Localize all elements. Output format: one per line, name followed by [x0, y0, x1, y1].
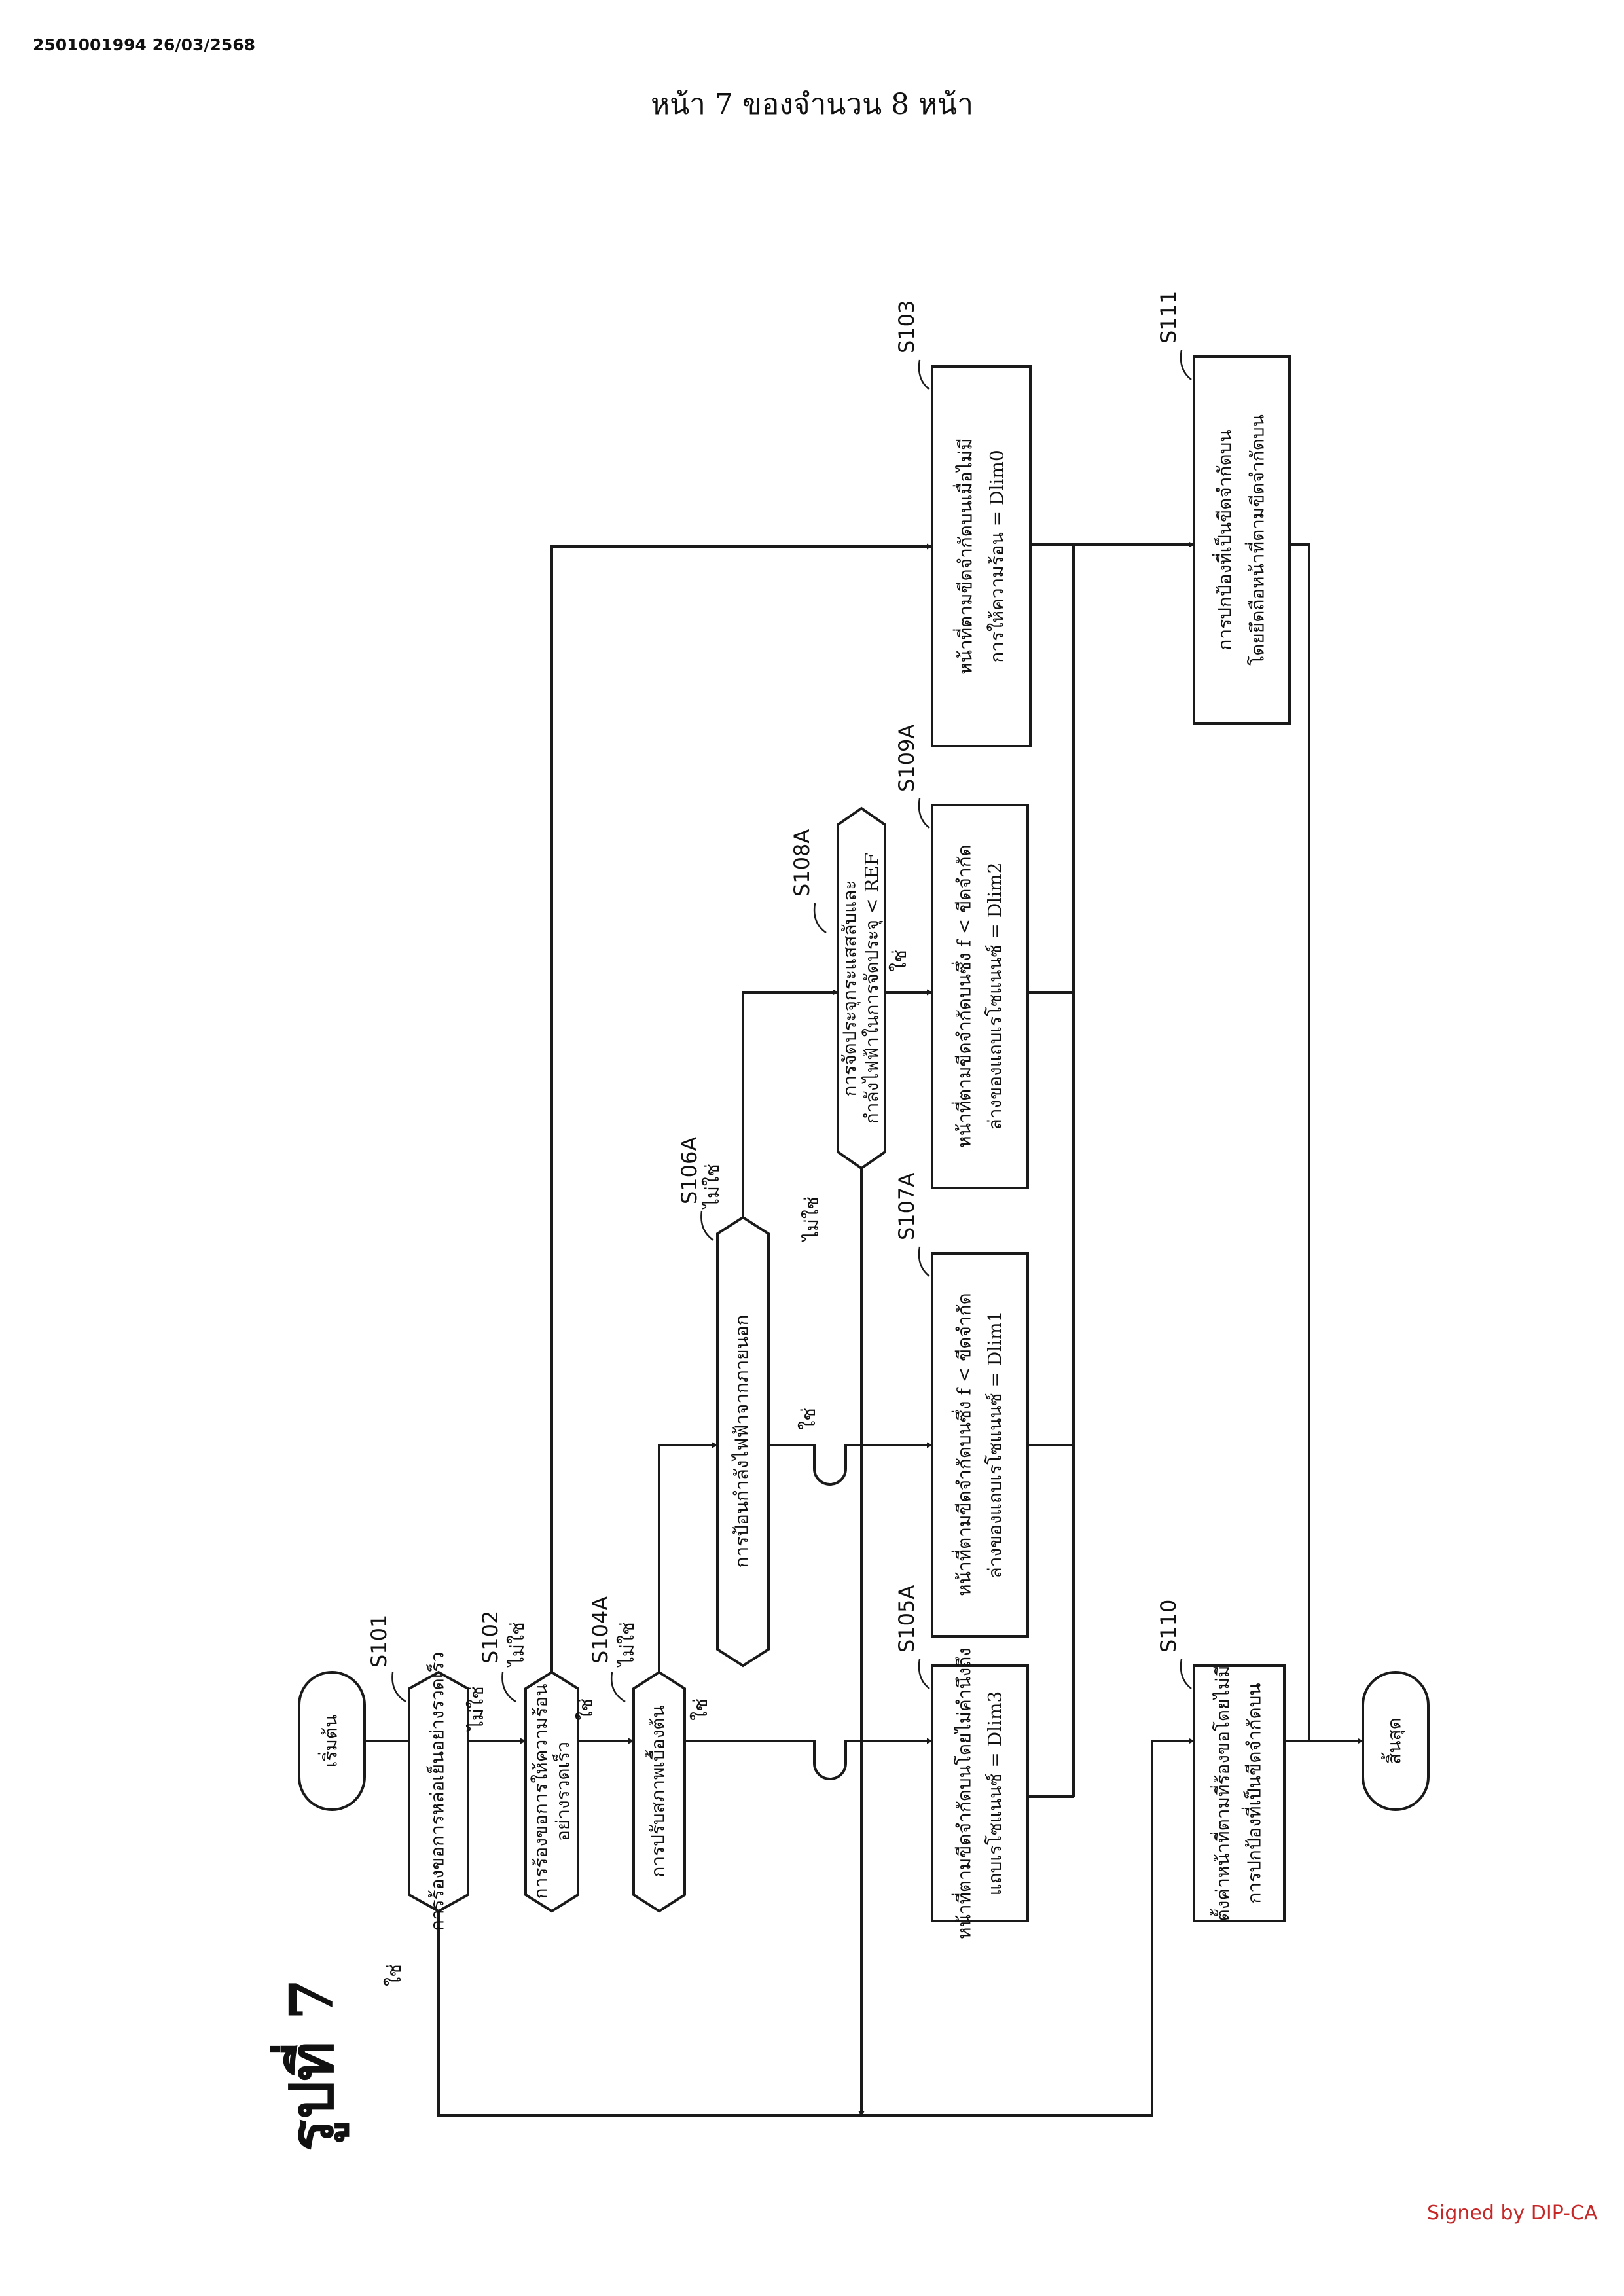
- process-s109a: หน้าที่ตามขีดจำกัดบนซึ่ง f < ขีดจำกัด ล่…: [931, 804, 1029, 1189]
- s109a-label: S109A: [894, 725, 919, 792]
- s102-text-line2: อย่างรวดเร็ว: [552, 1742, 574, 1841]
- s108a-no-label: ไม่ใช่: [801, 1196, 823, 1242]
- step-labels: S101 S102 S104A S106A S108A S105A S107A …: [367, 291, 1192, 1703]
- s108a-yes-label: ใช่: [888, 950, 911, 972]
- figure-title: รูปที่ 7: [269, 1979, 350, 2152]
- s110-text-line2: การปกป้องที่เป็นขีดจำกัดบน: [1242, 1683, 1265, 1903]
- s108a-label: S108A: [789, 829, 814, 897]
- decision-s104a: การปรับสภาพเบื้องต้น: [632, 1670, 686, 1913]
- s108a-text-line1: การจัดประจุกระแสสลับและ: [839, 880, 861, 1097]
- arrow-s106a-s108a: [742, 989, 839, 1217]
- s104a-no-label: ไม่ใช่: [616, 1622, 638, 1668]
- process-s105a: หน้าที่ตามขีดจำกัดบนโดยไม่คำนึงถึง แถบเร…: [931, 1647, 1029, 1939]
- s109a-text-line2: ล่างของแถบเรโซแนนซ์ = Dlim2: [984, 863, 1006, 1130]
- document-id: 2501001994 26/03/2568: [33, 35, 256, 54]
- start-terminal: เริ่มต้น: [298, 1671, 366, 1811]
- start-text: เริ่มต้น: [318, 1715, 342, 1767]
- s104a-text: การปรับสภาพเบื้องต้น: [645, 1705, 669, 1877]
- decision-s102: การร้องขอการให้ความร้อน อย่างรวดเร็ว: [524, 1670, 579, 1913]
- s106a-text: การป้อนกำลังไฟฟ้าจากภายนอก: [731, 1315, 753, 1568]
- s107a-text-line2: ล่างของแถบเรโซแนนซ์ = Dlim1: [984, 1311, 1006, 1579]
- s105a-text-line1: หน้าที่ตามขีดจำกัดบนโดยไม่คำนึงถึง: [952, 1647, 975, 1939]
- process-s103: หน้าที่ตามขีดจำกัดบนเมื่อไม่มี การให้ควา…: [931, 365, 1032, 747]
- arrow-s102-s103: [550, 543, 933, 1672]
- process-s107a: หน้าที่ตามขีดจำกัดบนซึ่ง f < ขีดจำกัด ล่…: [931, 1252, 1029, 1638]
- s101-text: การร้องขอการหล่อเย็นอย่างรวดเร็ว: [426, 1652, 448, 1931]
- s107a-label: S107A: [894, 1173, 919, 1240]
- decision-s106a: การป้อนกำลังไฟฟ้าจากภายนอก: [716, 1215, 770, 1668]
- arrow-s104a-s106a: [658, 1442, 718, 1672]
- arrow-s104a-s105a: [685, 1738, 933, 1780]
- process-s110: ตั้งค่าหน้าที่ตามที่ร้องขอโดยไม่มี การปก…: [1193, 1664, 1286, 1922]
- s104a-yes-label: ใช่: [689, 1698, 712, 1721]
- end-text: สิ้นสุด: [1381, 1717, 1406, 1765]
- page-number: หน้า 7 ของจำนวน 8 หน้า: [651, 88, 973, 121]
- connectors: [365, 541, 1363, 2117]
- s102-text-line1: การร้องขอการให้ความร้อน: [530, 1684, 552, 1899]
- arrow-s111-end: [1290, 543, 1363, 1744]
- s103-label: S103: [894, 300, 919, 353]
- s105a-text-line2: แถบเรโซแนนซ์ = Dlim3: [984, 1691, 1006, 1896]
- s103-text-line2: การให้ความร้อน = Dlim0: [986, 450, 1008, 662]
- branch-labels: ใช่ ไม่ใช่ ไม่ใช่ ใช่ ไม่ใช่ ใช่ ใช่ ไม่…: [383, 950, 911, 1986]
- s105a-label: S105A: [894, 1585, 919, 1653]
- arrow-s101-s110: [437, 1738, 1195, 2117]
- s102-no-label: ไม่ใช่: [506, 1622, 528, 1668]
- s110-label: S110: [1156, 1600, 1181, 1653]
- s103-text-line1: หน้าที่ตามขีดจำกัดบนเมื่อไม่มี: [953, 438, 977, 674]
- s106a-no-label: ไม่ใช่: [701, 1164, 723, 1210]
- end-terminal: สิ้นสุด: [1362, 1671, 1430, 1811]
- s101-yes-label: ใช่: [383, 1964, 405, 1986]
- decision-s101: การร้องขอการหล่อเย็นอย่างรวดเร็ว: [408, 1652, 469, 1931]
- arrow-s106a-s107a: [768, 1442, 933, 1486]
- s111-text-line1: การปกป้องที่เป็นขีดจำกัดบน: [1212, 429, 1236, 650]
- s101-label: S101: [367, 1615, 391, 1668]
- s111-label: S111: [1156, 291, 1181, 344]
- s106a-yes-label: ใช่: [797, 1408, 820, 1430]
- s104a-label: S104A: [588, 1596, 613, 1664]
- s101-no-label: ไม่ใช่: [465, 1686, 488, 1732]
- s106a-label: S106A: [677, 1137, 702, 1204]
- s110-text-line1: ตั้งค่าหน้าที่ตามที่ร้องขอโดยไม่มี: [1210, 1665, 1234, 1921]
- s107a-text-line1: หน้าที่ตามขีดจำกัดบนซึ่ง f < ขีดจำกัด: [952, 1293, 975, 1596]
- s102-label: S102: [478, 1611, 503, 1664]
- s102-yes-label: ใช่: [575, 1698, 597, 1721]
- s108a-text-line2: กำลังไฟฟ้าในการจัดประจุ < REF: [861, 853, 884, 1124]
- signature-stamp: Signed by DIP-CA: [1427, 2202, 1598, 2225]
- s109a-text-line1: หน้าที่ตามขีดจำกัดบนซึ่ง f < ขีดจำกัด: [952, 844, 975, 1147]
- process-s111: การปกป้องที่เป็นขีดจำกัดบน โดยยึดถือหน้า…: [1193, 355, 1291, 725]
- decision-s108a: การจัดประจุกระแสสลับและ กำลังไฟฟ้าในการจ…: [837, 806, 886, 1170]
- s111-text-line2: โดยยึดถือหน้าที่ตามขีดจำกัดบน: [1245, 414, 1269, 666]
